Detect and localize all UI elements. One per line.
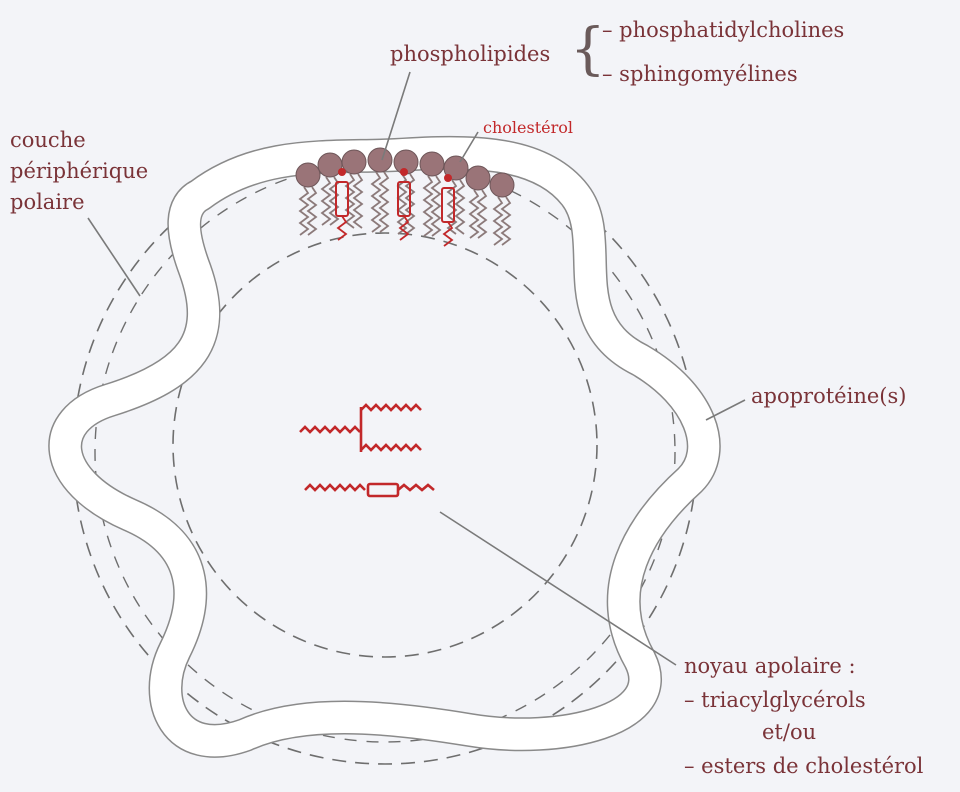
label-noyau-item2: – esters de cholestérol [684,752,923,781]
brace: { [570,22,606,78]
label-noyau-item1: – triacylglycérols [684,686,866,715]
label-couche-3: polaire [10,188,85,217]
label-couche-1: couche [10,126,86,155]
label-sphingomyelines: – sphingomyélines [602,60,798,89]
label-phospholipides: phospholipides [390,40,550,69]
phospholipid-molecule [420,152,444,236]
label-noyau-title: noyau apolaire : [684,652,856,681]
phospholipid-molecule [490,173,514,245]
triacylglycerol-molecule [300,405,421,452]
label-couche-2: périphérique [10,157,148,186]
phospholipid-molecule [466,166,490,238]
cholesterol-molecule [336,168,348,240]
phospholipid-molecule [296,163,320,235]
label-cholesterol: cholestérol [483,118,573,137]
cholesterol-molecule [442,174,454,246]
phospholipid-molecule [368,148,392,232]
leader-couche [88,218,140,296]
phospholipid-molecule [318,153,342,225]
label-apoproteine: apoprotéine(s) [751,382,906,411]
label-phosphatidylcholines: – phosphatidylcholines [602,16,844,45]
cholesterol-ester-molecule [305,484,434,496]
label-noyau-connector: et/ou [762,718,816,747]
